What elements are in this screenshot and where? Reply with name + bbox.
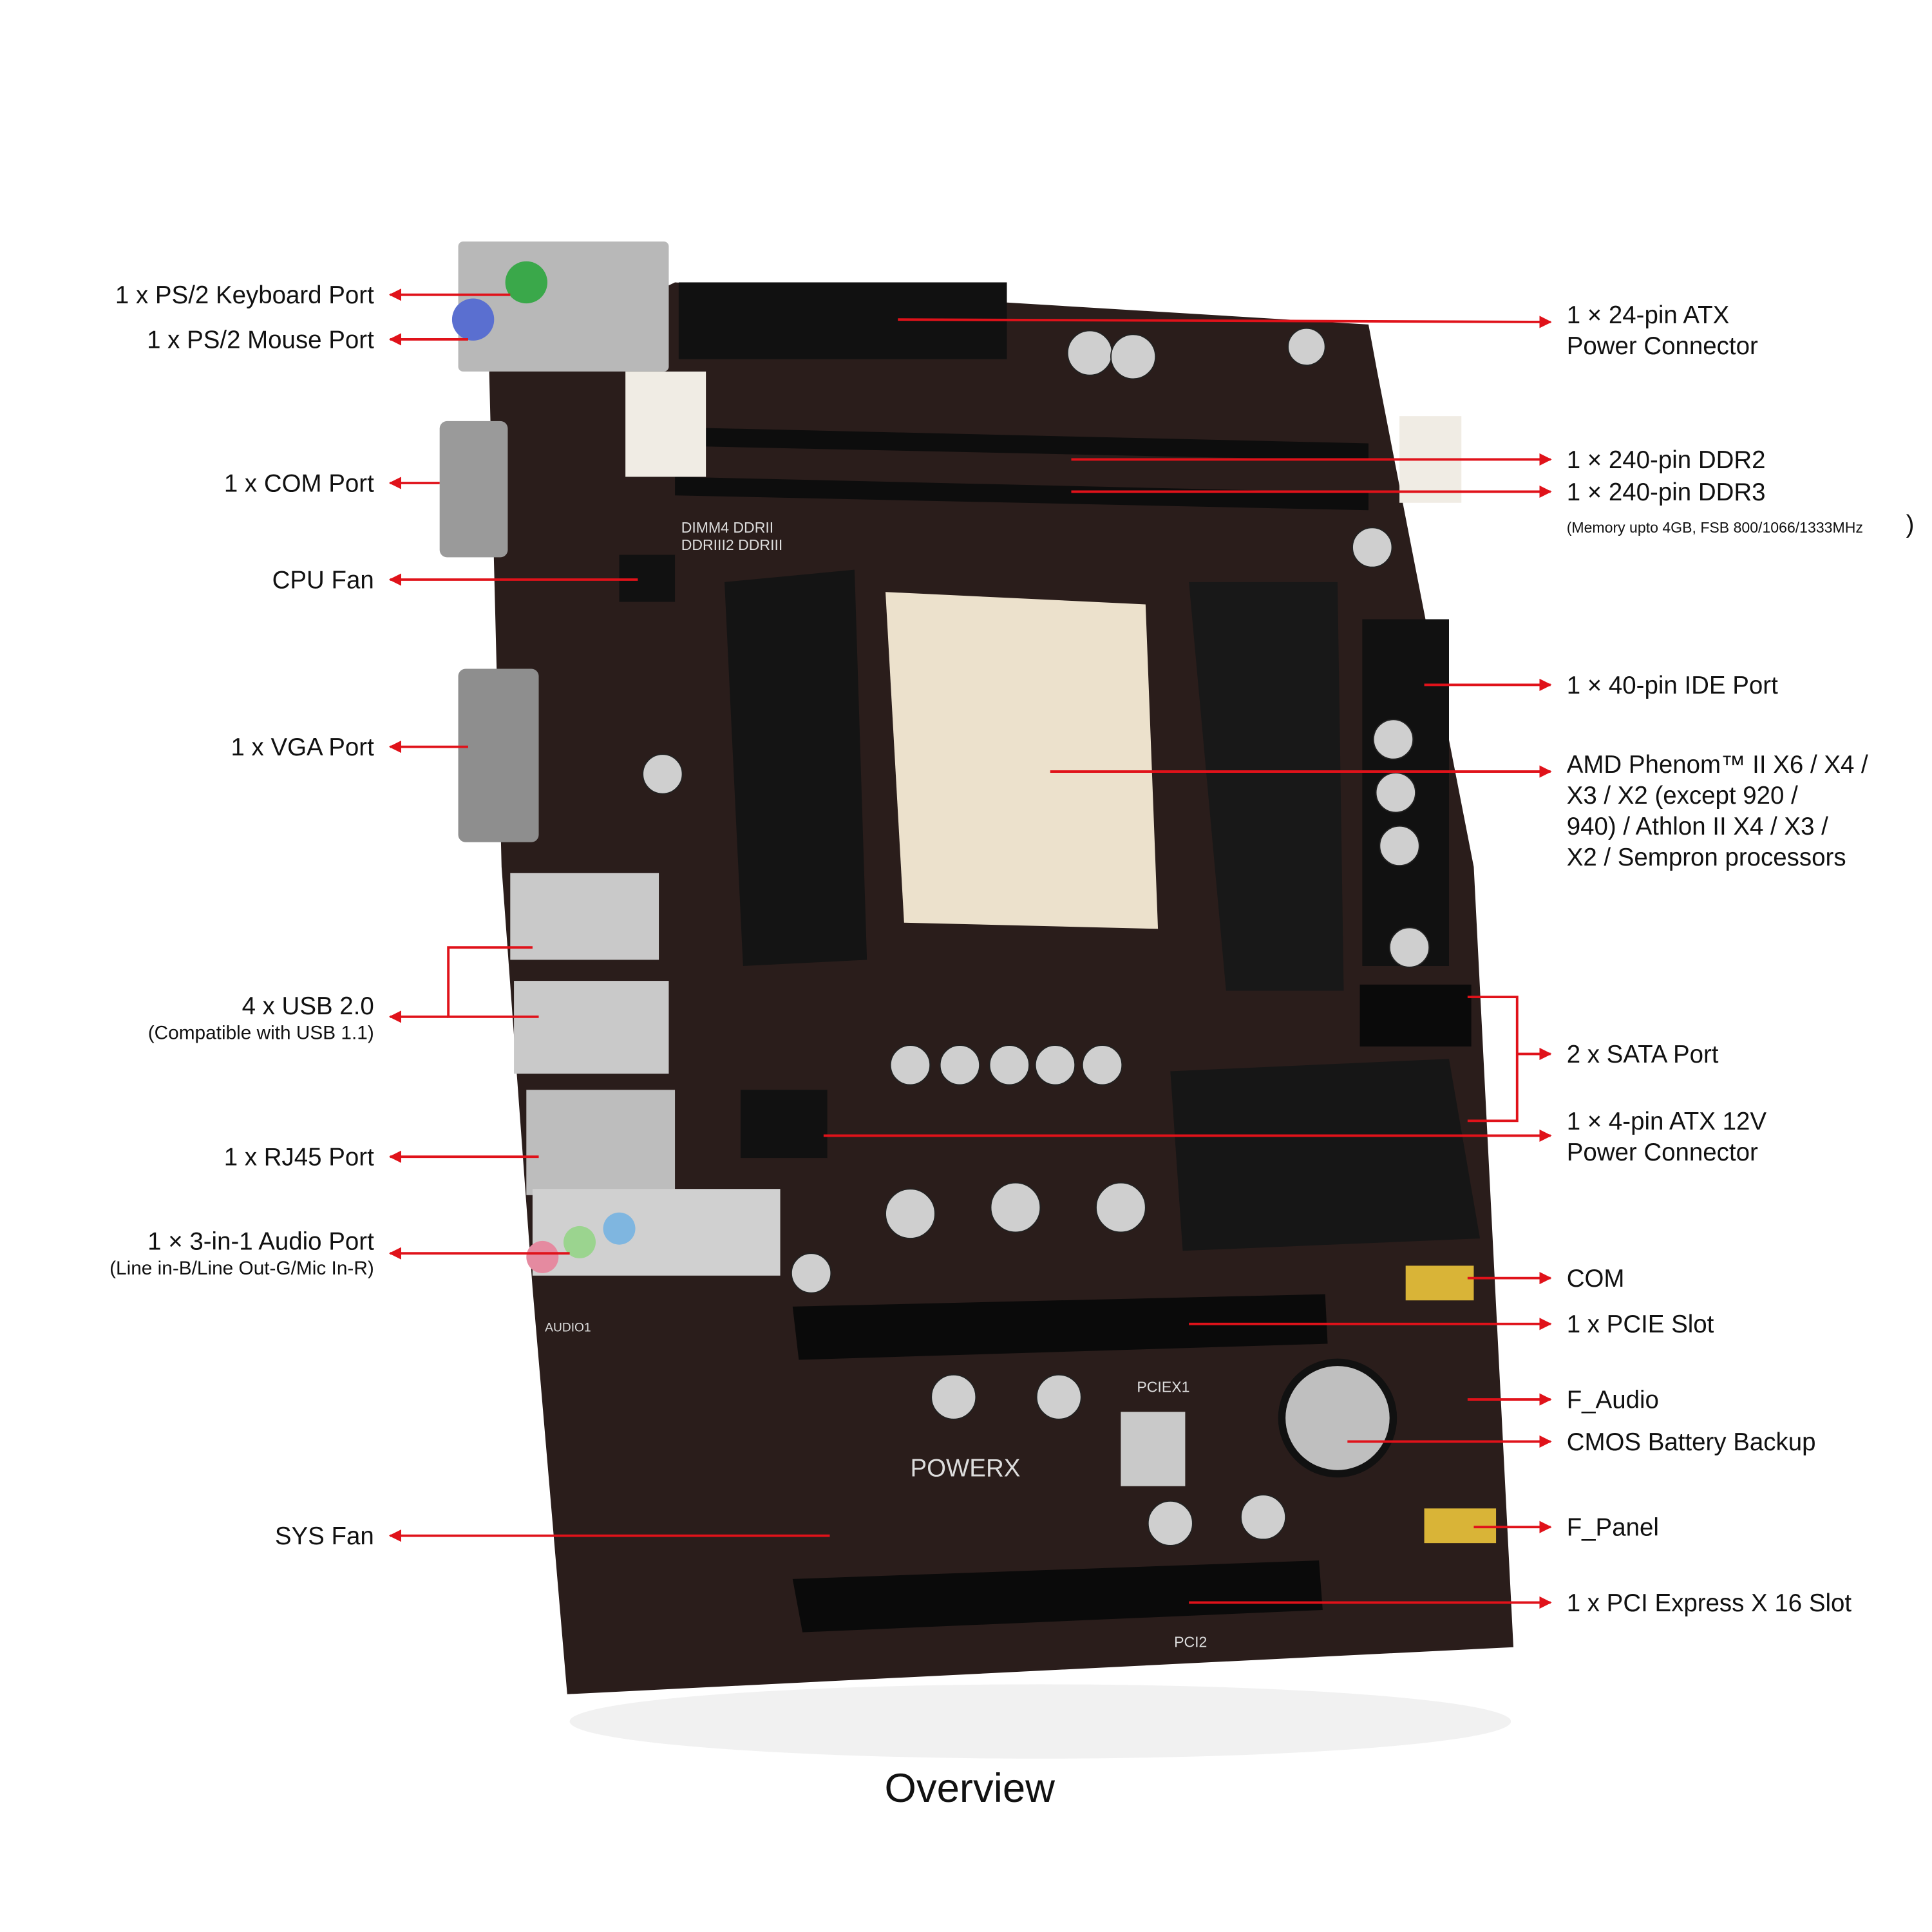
usb-port-upper bbox=[510, 873, 659, 960]
label-cpu-line4: X2 / Sempron processors bbox=[1567, 844, 1846, 871]
dimm-latch-left bbox=[625, 371, 706, 477]
atx4-connector bbox=[741, 1090, 828, 1159]
pcie-x16-slot bbox=[792, 1560, 1323, 1633]
ps2-port-housing bbox=[458, 242, 669, 372]
arrow-atx24 bbox=[898, 316, 1552, 328]
capacitors bbox=[642, 327, 1430, 1546]
label-f-audio: F_Audio bbox=[1567, 1387, 1659, 1414]
motherboard-photo: POWERX DIMM4 DDRII DDRIII2 DDRIII PCIEX1… bbox=[439, 242, 1513, 1759]
label-cpu-line3: 940) / Athlon II X4 / X3 / bbox=[1567, 813, 1828, 840]
label-pcie-x16: 1 x PCI Express X 16 Slot bbox=[1567, 1589, 1852, 1617]
com-connector bbox=[439, 421, 508, 558]
cpu-socket bbox=[886, 592, 1159, 929]
label-ide: 1 × 40-pin IDE Port bbox=[1567, 672, 1778, 699]
label-cpu-fan: CPU Fan bbox=[272, 566, 374, 594]
label-sata: 2 x SATA Port bbox=[1567, 1041, 1719, 1068]
audio-jack-blue bbox=[603, 1212, 636, 1245]
cmos-battery bbox=[1278, 1358, 1397, 1478]
label-atx4-line1: 1 × 4-pin ATX 12V bbox=[1567, 1108, 1767, 1135]
caption: Overview bbox=[885, 1766, 1056, 1811]
silk-pci2: PCI2 bbox=[1174, 1634, 1207, 1651]
label-com-port: 1 x COM Port bbox=[224, 469, 374, 497]
sata-ports bbox=[1359, 984, 1472, 1046]
silk-dimm: DIMM4 DDRII bbox=[681, 519, 774, 536]
label-atx24-line1: 1 × 24-pin ATX bbox=[1567, 301, 1730, 329]
label-atx24-line2: Power Connector bbox=[1567, 332, 1758, 360]
label-f-panel: F_Panel bbox=[1567, 1514, 1659, 1542]
label-rj45: 1 x RJ45 Port bbox=[224, 1144, 374, 1171]
label-cpu-line2: X3 / X2 (except 920 / bbox=[1567, 782, 1798, 810]
label-audio-note: (Line in-B/Line Out-G/Mic In-R) bbox=[109, 1258, 374, 1279]
label-vga-port: 1 x VGA Port bbox=[231, 734, 374, 761]
dimm-slot-2 bbox=[675, 477, 1368, 511]
label-cmos: CMOS Battery Backup bbox=[1567, 1428, 1816, 1456]
label-atx4-line2: Power Connector bbox=[1567, 1139, 1758, 1166]
chipset bbox=[1121, 1412, 1186, 1486]
right-callouts: 1 × 24-pin ATX Power Connector 1 × 240-p… bbox=[823, 301, 1915, 1617]
label-ddr2: 1 × 240-pin DDR2 bbox=[1567, 446, 1766, 474]
cpu-retention-bracket bbox=[724, 569, 867, 966]
silk-audio1: AUDIO1 bbox=[545, 1321, 591, 1334]
label-usb-note: (Compatible with USB 1.1) bbox=[148, 1022, 374, 1043]
label-ps2-keyboard: 1 x PS/2 Keyboard Port bbox=[115, 281, 374, 309]
label-ps2-mouse: 1 x PS/2 Mouse Port bbox=[147, 326, 374, 354]
label-pcie: 1 x PCIE Slot bbox=[1567, 1311, 1714, 1338]
pcie-x1-slot bbox=[792, 1294, 1328, 1360]
audio-jack-pink bbox=[526, 1240, 559, 1273]
label-memory-note: (Memory upto 4GB, FSB 800/1066/1333MHz bbox=[1567, 519, 1863, 536]
usb-port-lower bbox=[514, 981, 669, 1074]
bracket-usb bbox=[447, 946, 539, 1018]
silk-dimm2: DDRIII2 DDRIII bbox=[681, 536, 783, 553]
ps2-mouse-connector bbox=[451, 298, 495, 341]
brand-logo: POWERX bbox=[910, 1454, 1020, 1482]
left-callouts: 1 x PS/2 Keyboard Port 1 x PS/2 Mouse Po… bbox=[109, 281, 830, 1550]
label-usb: 4 x USB 2.0 bbox=[242, 992, 374, 1020]
northbridge-heatsink bbox=[1189, 582, 1344, 991]
silk-pciex1: PCIEX1 bbox=[1137, 1379, 1189, 1396]
label-cpu-line1: AMD Phenom™ II X6 / X4 / bbox=[1567, 751, 1868, 779]
vrm-heatsink bbox=[1170, 1059, 1481, 1251]
ps2-keyboard-connector bbox=[505, 261, 547, 304]
label-ddr3: 1 × 240-pin DDR3 bbox=[1567, 478, 1766, 506]
rj45-connector bbox=[526, 1090, 676, 1195]
label-sys-fan: SYS Fan bbox=[275, 1522, 374, 1550]
label-com: COM bbox=[1567, 1265, 1625, 1293]
com-header bbox=[1405, 1265, 1474, 1301]
vga-connector bbox=[458, 668, 539, 842]
label-audio: 1 × 3-in-1 Audio Port bbox=[147, 1227, 374, 1255]
label-memory-note-paren: ) bbox=[1906, 511, 1915, 538]
audio-jack-green bbox=[564, 1226, 596, 1258]
bracket-sata bbox=[1467, 996, 1519, 1122]
dimm-slot-1 bbox=[675, 427, 1368, 461]
